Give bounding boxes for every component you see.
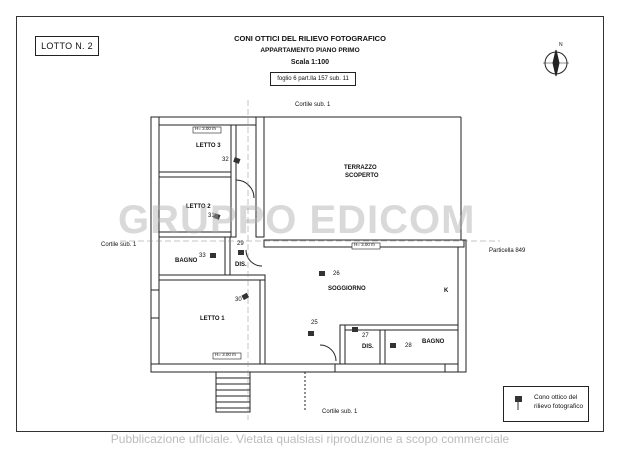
- room-soggiorno: SOGGIORNO: [328, 286, 366, 292]
- photo-point-28: 28: [405, 343, 412, 349]
- cortile-bottom-label: Cortile sub. 1: [322, 409, 358, 415]
- stairs: [215, 371, 251, 413]
- legend-camera-icon: [515, 396, 522, 402]
- footer-notice: Pubblicazione ufficiale. Vietata qualsia…: [110, 432, 510, 446]
- photo-point-33: 33: [199, 253, 206, 259]
- photo-point-32: 32: [222, 157, 229, 163]
- wall-bath-west: [379, 329, 386, 365]
- room-dis-left: DIS.: [235, 262, 247, 268]
- room-letto1: LETTO 1: [200, 316, 225, 322]
- room-bagno-left: BAGNO: [175, 258, 198, 264]
- cortile-left-label: Cortile sub. 1: [101, 242, 137, 248]
- wall-letto3-letto2: [158, 171, 232, 178]
- particella-label: Particella 849: [489, 248, 526, 254]
- compass-icon: [543, 49, 569, 77]
- wall-dis-right: [339, 324, 346, 365]
- wall-south-left: [150, 363, 336, 373]
- wall-north-left: [150, 116, 265, 126]
- photo-point-30: 30: [235, 297, 242, 303]
- watermark: GRUPPO EDICOM: [118, 198, 476, 242]
- cadastral-reference: foglio 6 part.lla 157 sub. 11: [270, 72, 356, 86]
- drawing-title: CONI OTTICI DEL RILIEVO FOTOGRAFICO: [234, 34, 386, 43]
- door-arc-3: [319, 344, 337, 362]
- legend-box: Cono ottico del rilievo fotografico: [503, 386, 589, 422]
- wall-east: [457, 239, 467, 373]
- door-arc-1: [235, 179, 255, 199]
- drawing-scale: Scala 1:100: [290, 59, 330, 66]
- photo-point-31: 31: [208, 213, 215, 219]
- room-letto3: LETTO 3: [196, 143, 221, 149]
- wall-letto3-east: [255, 116, 265, 238]
- door-arc-2: [245, 249, 263, 267]
- photo-point-29: 29: [237, 241, 244, 247]
- room-letto2: LETTO 2: [186, 204, 211, 210]
- drawing-subtitle: APPARTAMENTO PIANO PRIMO: [260, 47, 360, 54]
- room-bagno-right: BAGNO: [422, 339, 445, 345]
- camera-icons: [210, 157, 522, 410]
- wall-bath-north: [344, 324, 459, 331]
- wall-bagno-letto1: [158, 274, 266, 281]
- photo-point-27: 27: [362, 333, 369, 339]
- room-terrazzo-1: TERRAZZO: [344, 165, 377, 171]
- compass-north-label: N: [559, 42, 563, 48]
- cortile-top-label: Cortile sub. 1: [295, 102, 331, 108]
- drawing-frame: [16, 16, 604, 432]
- height-letto3: H= 3.00 m: [195, 126, 216, 131]
- height-terrazzo: H= 3.00 m: [354, 242, 375, 247]
- photo-point-25: 25: [311, 320, 318, 326]
- wall-letto1-east: [259, 279, 266, 365]
- photo-point-26: 26: [333, 271, 340, 277]
- legend-line-2: rilievo fotografico: [534, 403, 584, 410]
- room-dis-right: DIS.: [362, 344, 374, 350]
- wall-letto2-east: [230, 124, 237, 238]
- wall-bagno-dis: [224, 236, 231, 276]
- wall-west: [150, 116, 160, 373]
- room-k: K: [444, 288, 449, 294]
- height-letto1: H= 3.00 m: [215, 352, 236, 357]
- lot-label: LOTTO N. 2: [35, 36, 99, 56]
- legend-line-1: Cono ottico del: [534, 394, 578, 401]
- room-terrazzo-2: SCOPERTO: [345, 173, 379, 179]
- wall-south-right: [334, 363, 462, 373]
